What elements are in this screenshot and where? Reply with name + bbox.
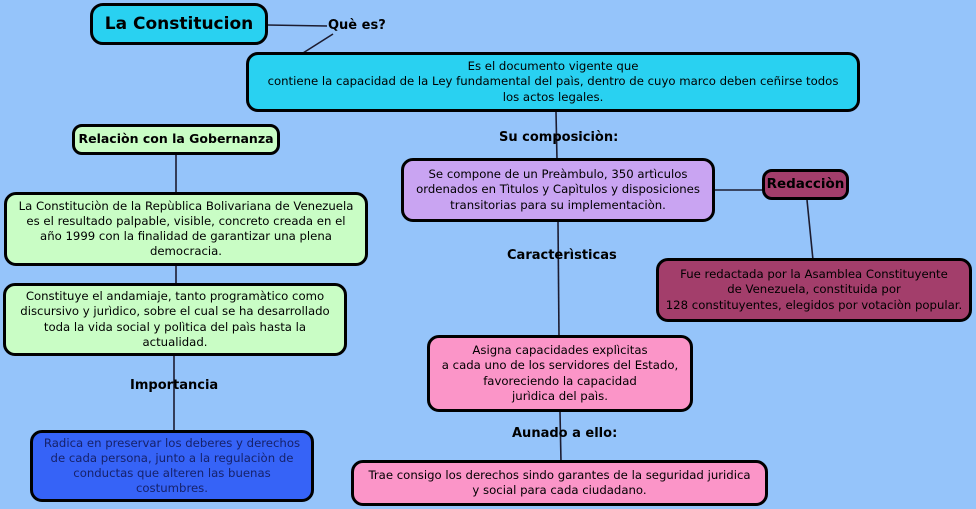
node-relacion-gobernanza[interactable]: Relaciòn con la Gobernanza [72,124,280,155]
line-composicion-to-caracteristicas [557,221,560,338]
node-composicion-detail[interactable]: Se compone de un Preàmbulo, 350 artìculo… [401,158,715,222]
node-redaccion-detail[interactable]: Fue redactada por la Asamblea Constituye… [656,258,972,322]
node-caracteristicas-detail[interactable]: Asigna capacidades explìcitas a cada uno… [427,335,693,412]
linking-phrase-su-composicion[interactable]: Su composiciòn: [499,130,619,145]
line-title-to-que-es [266,24,328,27]
node-la-constitucion[interactable]: La Constitucion [90,3,268,45]
node-gobernanza-detail-1[interactable]: La Constituciòn de la Repùblica Bolivari… [4,192,368,266]
linking-phrase-importancia[interactable]: Importancia [130,378,219,393]
node-definition[interactable]: Es el documento vigente que contiene la … [246,52,860,112]
line-que-es-to-definition [302,33,334,54]
line-caracteristicas-to-derechos [559,411,562,463]
node-derechos-detail[interactable]: Trae consigo los derechos sindo garantes… [351,460,768,506]
node-gobernanza-detail-2[interactable]: Constituye el andamiaje, tanto programàt… [3,283,347,356]
linking-phrase-aunado-a-ello[interactable]: Aunado a ello: [512,426,618,441]
linking-phrase-caracteristicas[interactable]: Caracterìsticas [507,248,617,263]
node-redaccion[interactable]: Redacciòn [762,169,849,200]
line-definition-to-composicion [555,111,558,161]
node-importancia-detail[interactable]: Radica en preservar los deberes y derech… [30,430,314,502]
linking-phrase-que-es[interactable]: Què es? [328,18,386,33]
line-redaccion-to-detail [806,199,814,261]
